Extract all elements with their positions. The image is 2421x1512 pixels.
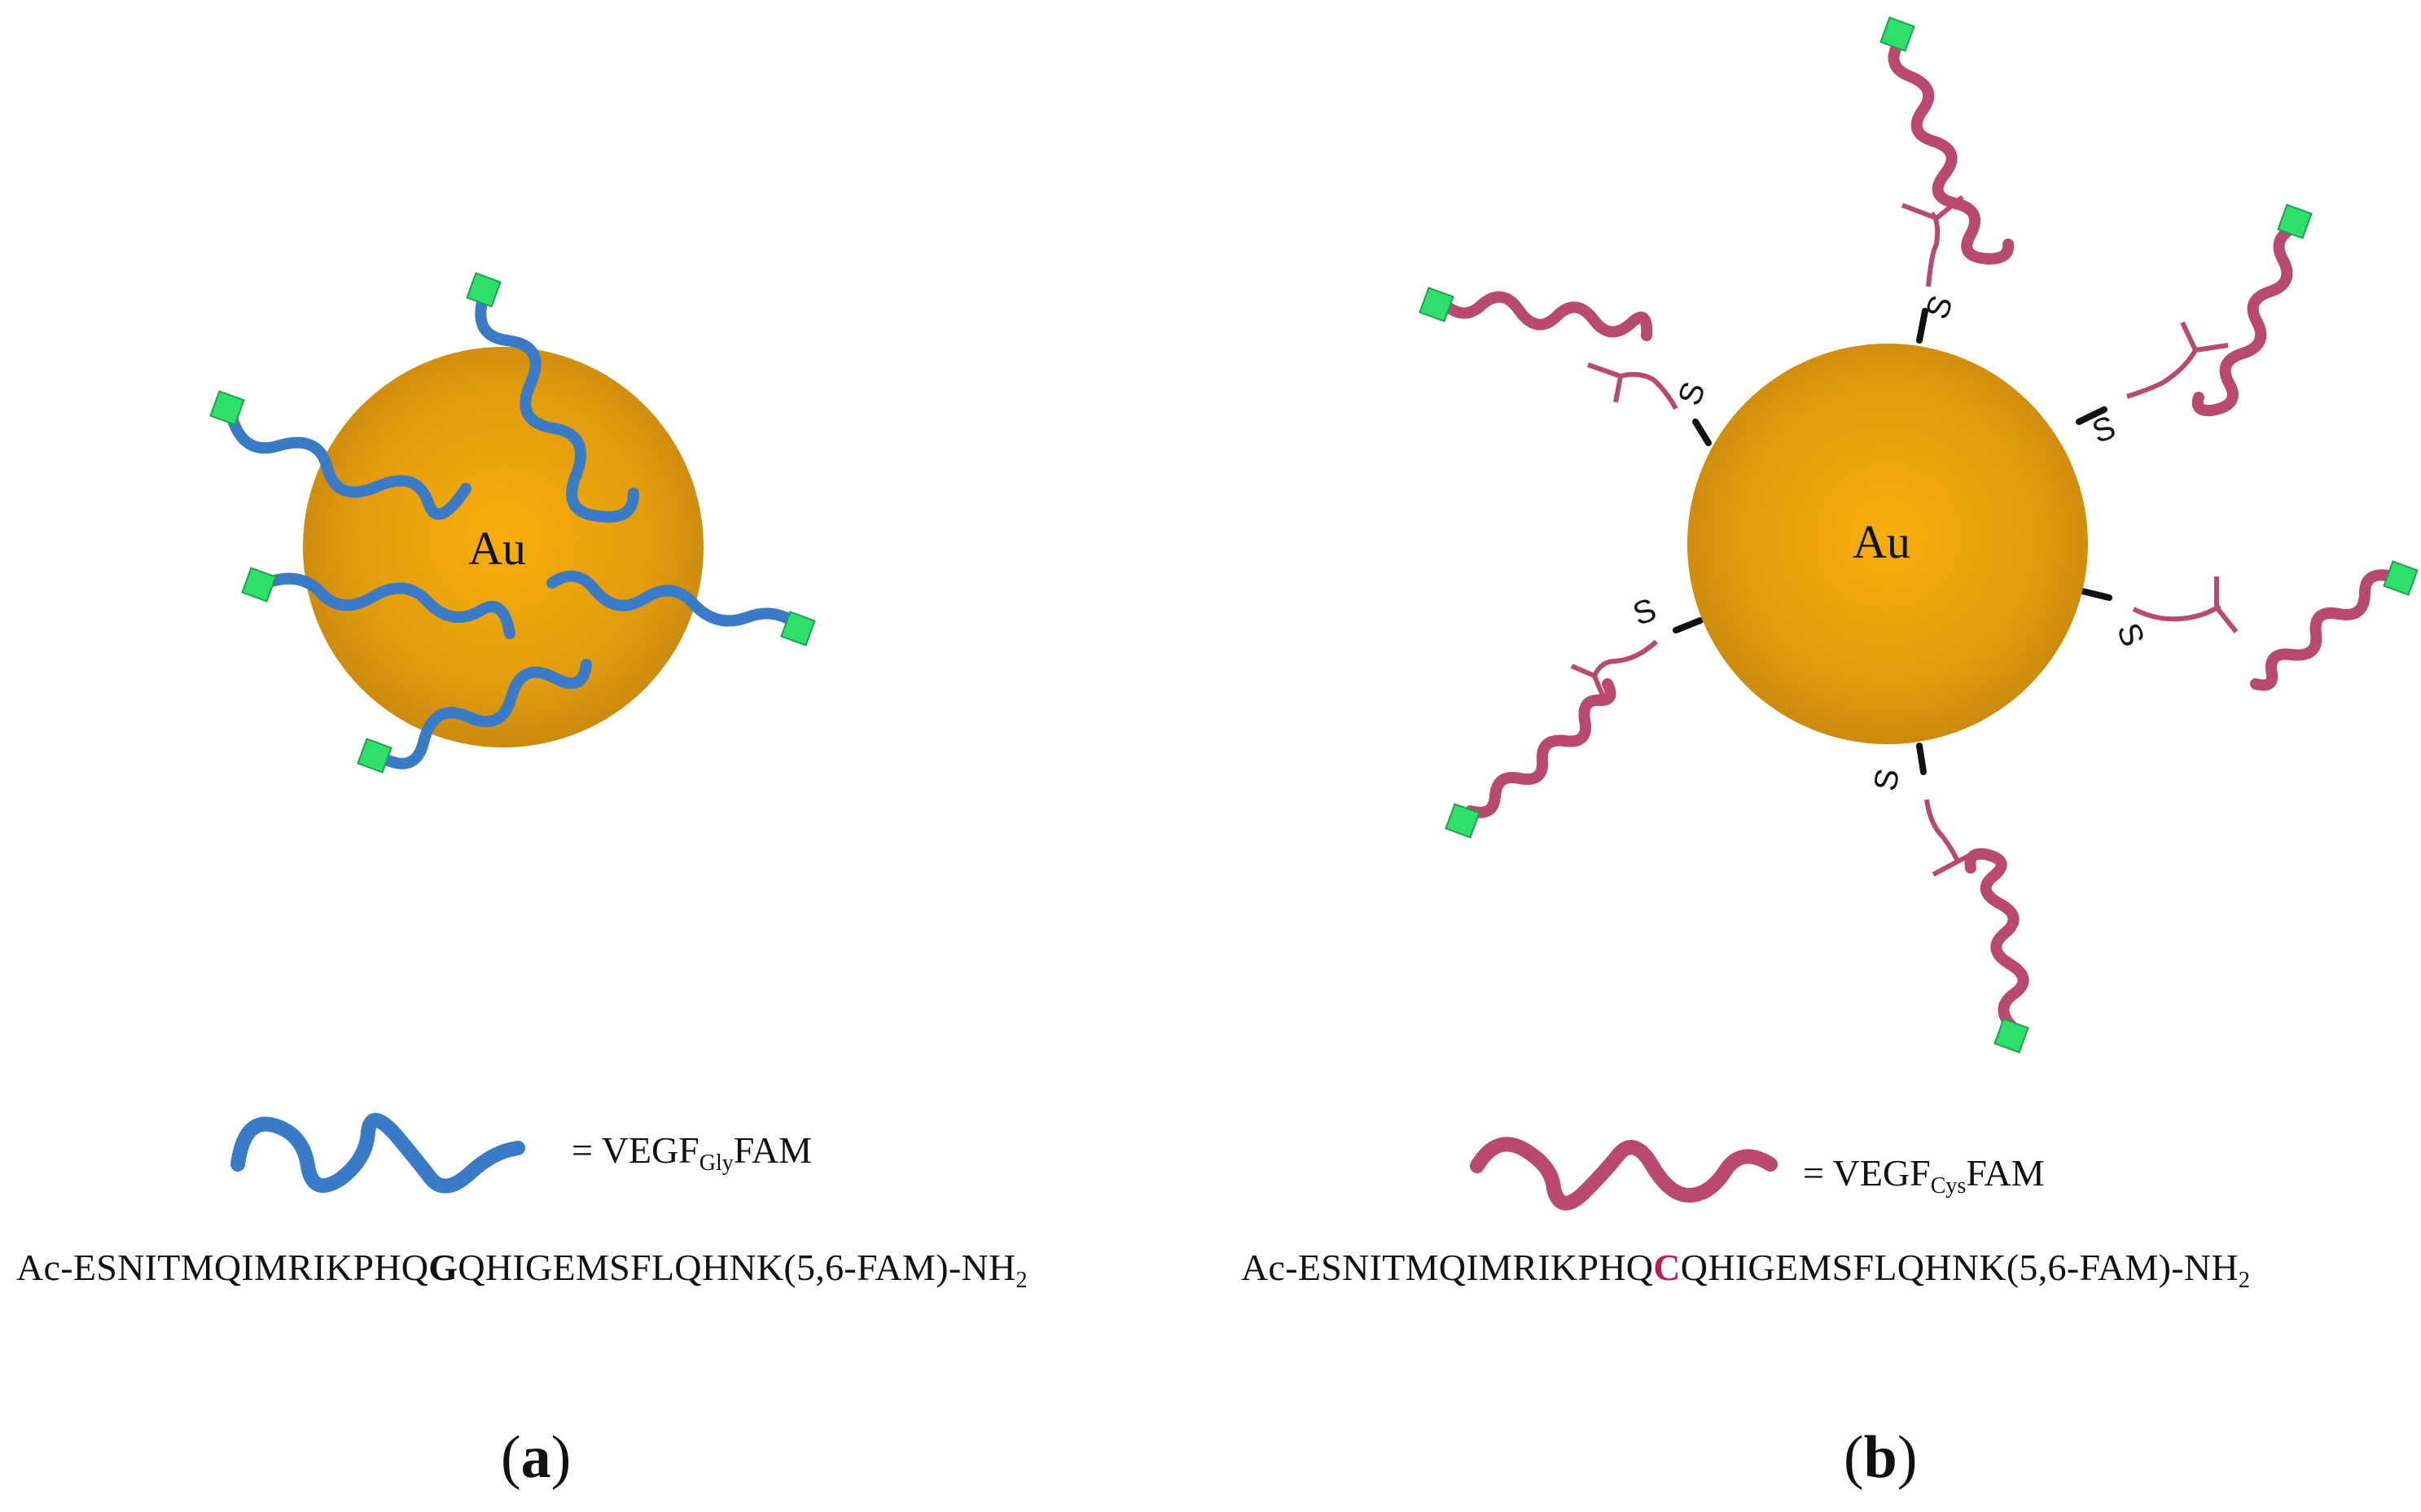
gold-nanoparticle-b bbox=[1687, 344, 2088, 744]
thiol-bond bbox=[1673, 617, 1704, 633]
legend-name-sub: Gly bbox=[699, 1150, 734, 1176]
caption-letter: a bbox=[520, 1424, 551, 1491]
gly-peptide-3 bbox=[257, 572, 515, 639]
fam-marker bbox=[1993, 1018, 2029, 1054]
sequence-highlight-residue: G bbox=[428, 1247, 458, 1288]
cys-linker bbox=[2126, 348, 2198, 399]
sequence-suffix: QHIGEMSFLQHNK(5,6-FAM)-NH bbox=[458, 1247, 1016, 1288]
gly-peptide-4 bbox=[546, 570, 802, 629]
legend-name-suffix: FAM bbox=[1966, 1152, 2045, 1194]
caption-a: (a) bbox=[501, 1423, 571, 1492]
caption-close: ) bbox=[550, 1424, 572, 1491]
thiol-label: S bbox=[2110, 618, 2151, 651]
fam-marker bbox=[209, 390, 245, 426]
gly-peptide-legend-wave bbox=[230, 1113, 525, 1194]
legend-name-main: VEGF bbox=[601, 1129, 700, 1171]
legend-name: VEGFCysFAM bbox=[1832, 1152, 2045, 1199]
legend-name: VEGFGlyFAM bbox=[601, 1129, 813, 1176]
cys-branch bbox=[2214, 576, 2239, 633]
thiol-bond bbox=[1916, 308, 1928, 344]
legend-name-sub: Cys bbox=[1930, 1173, 1967, 1199]
cys-linker bbox=[1620, 371, 1678, 410]
fam-marker bbox=[1419, 287, 1454, 322]
core-label-b: Au bbox=[1853, 515, 1910, 568]
cys-linker bbox=[2132, 603, 2221, 622]
sequence-subscript: 2 bbox=[1015, 1268, 1028, 1293]
cys-peptide-lower-left bbox=[1465, 678, 1616, 818]
sequence-prefix: Ac-ESNITMQIMRIKPHQ bbox=[1241, 1247, 1654, 1288]
fam-marker bbox=[466, 272, 502, 308]
caption-close: ) bbox=[1897, 1424, 1918, 1491]
thiol-bond bbox=[1916, 743, 1927, 775]
fam-marker bbox=[241, 567, 277, 603]
cys-branch bbox=[2180, 321, 2229, 353]
panel-a bbox=[209, 272, 816, 1194]
cys-peptide-upper-right bbox=[2191, 224, 2296, 417]
fam-marker bbox=[2383, 560, 2419, 596]
legend-equals: = bbox=[572, 1129, 593, 1171]
cys-peptide-upper-left bbox=[1437, 291, 1653, 341]
cys-peptide-top bbox=[1888, 37, 2015, 265]
legend-equals: = bbox=[1803, 1152, 1824, 1194]
fam-marker bbox=[2277, 204, 2313, 239]
caption-open: ( bbox=[1844, 1424, 1864, 1491]
thiol-bond bbox=[2079, 588, 2112, 601]
fam-marker bbox=[357, 738, 393, 774]
cys-linker bbox=[1926, 211, 1941, 287]
panel-b: S S S S S S bbox=[1419, 16, 2419, 1211]
cys-branch bbox=[1587, 362, 1623, 403]
cys-peptide-legend-wave bbox=[1470, 1137, 1778, 1211]
cys-peptide-bottom bbox=[1964, 848, 2029, 1033]
gly-peptide-2 bbox=[475, 287, 639, 523]
fam-marker bbox=[1445, 803, 1480, 839]
gold-nanoparticle-a bbox=[303, 347, 704, 747]
legend-name-main: VEGF bbox=[1832, 1152, 1931, 1194]
gly-peptide-5 bbox=[375, 659, 592, 769]
sequence-prefix: Ac-ESNITMQIMRIKPHQ bbox=[16, 1247, 429, 1288]
fam-marker bbox=[780, 611, 816, 646]
cys-linker bbox=[1592, 639, 1659, 677]
legend-cys: = VEGFCysFAM bbox=[1803, 1151, 2045, 1199]
legend-name-suffix: FAM bbox=[733, 1129, 813, 1171]
thiol-label: S bbox=[1867, 766, 1906, 794]
gly-peptide-1 bbox=[225, 406, 471, 520]
core-label-a: Au bbox=[468, 522, 526, 575]
sequence-cys: Ac-ESNITMQIMRIKPHQCQHIGEMSFLQHNK(5,6-FAM… bbox=[1241, 1246, 2250, 1294]
thiol-label: S bbox=[2087, 410, 2120, 450]
legend-gly: = VEGFGlyFAM bbox=[572, 1129, 812, 1177]
sequence-suffix: QHIGEMSFLQHNK(5,6-FAM)-NH bbox=[1680, 1247, 2239, 1288]
sequence-gly: Ac-ESNITMQIMRIKPHQGQHIGEMSFLQHNK(5,6-FAM… bbox=[16, 1246, 1028, 1294]
cys-peptide-right bbox=[2250, 569, 2398, 691]
sequence-highlight-residue: C bbox=[1653, 1247, 1681, 1288]
caption-b: (b) bbox=[1844, 1423, 1917, 1492]
caption-open: ( bbox=[501, 1424, 521, 1491]
thiol-bond bbox=[2076, 406, 2107, 425]
thiol-label: S bbox=[1628, 592, 1660, 633]
thiol-label: S bbox=[1672, 377, 1713, 410]
caption-letter: b bbox=[1863, 1424, 1897, 1491]
cys-linker bbox=[1924, 799, 1960, 863]
fam-marker bbox=[1879, 16, 1915, 52]
sequence-subscript: 2 bbox=[2238, 1268, 2251, 1293]
thiol-bond bbox=[1692, 419, 1712, 446]
